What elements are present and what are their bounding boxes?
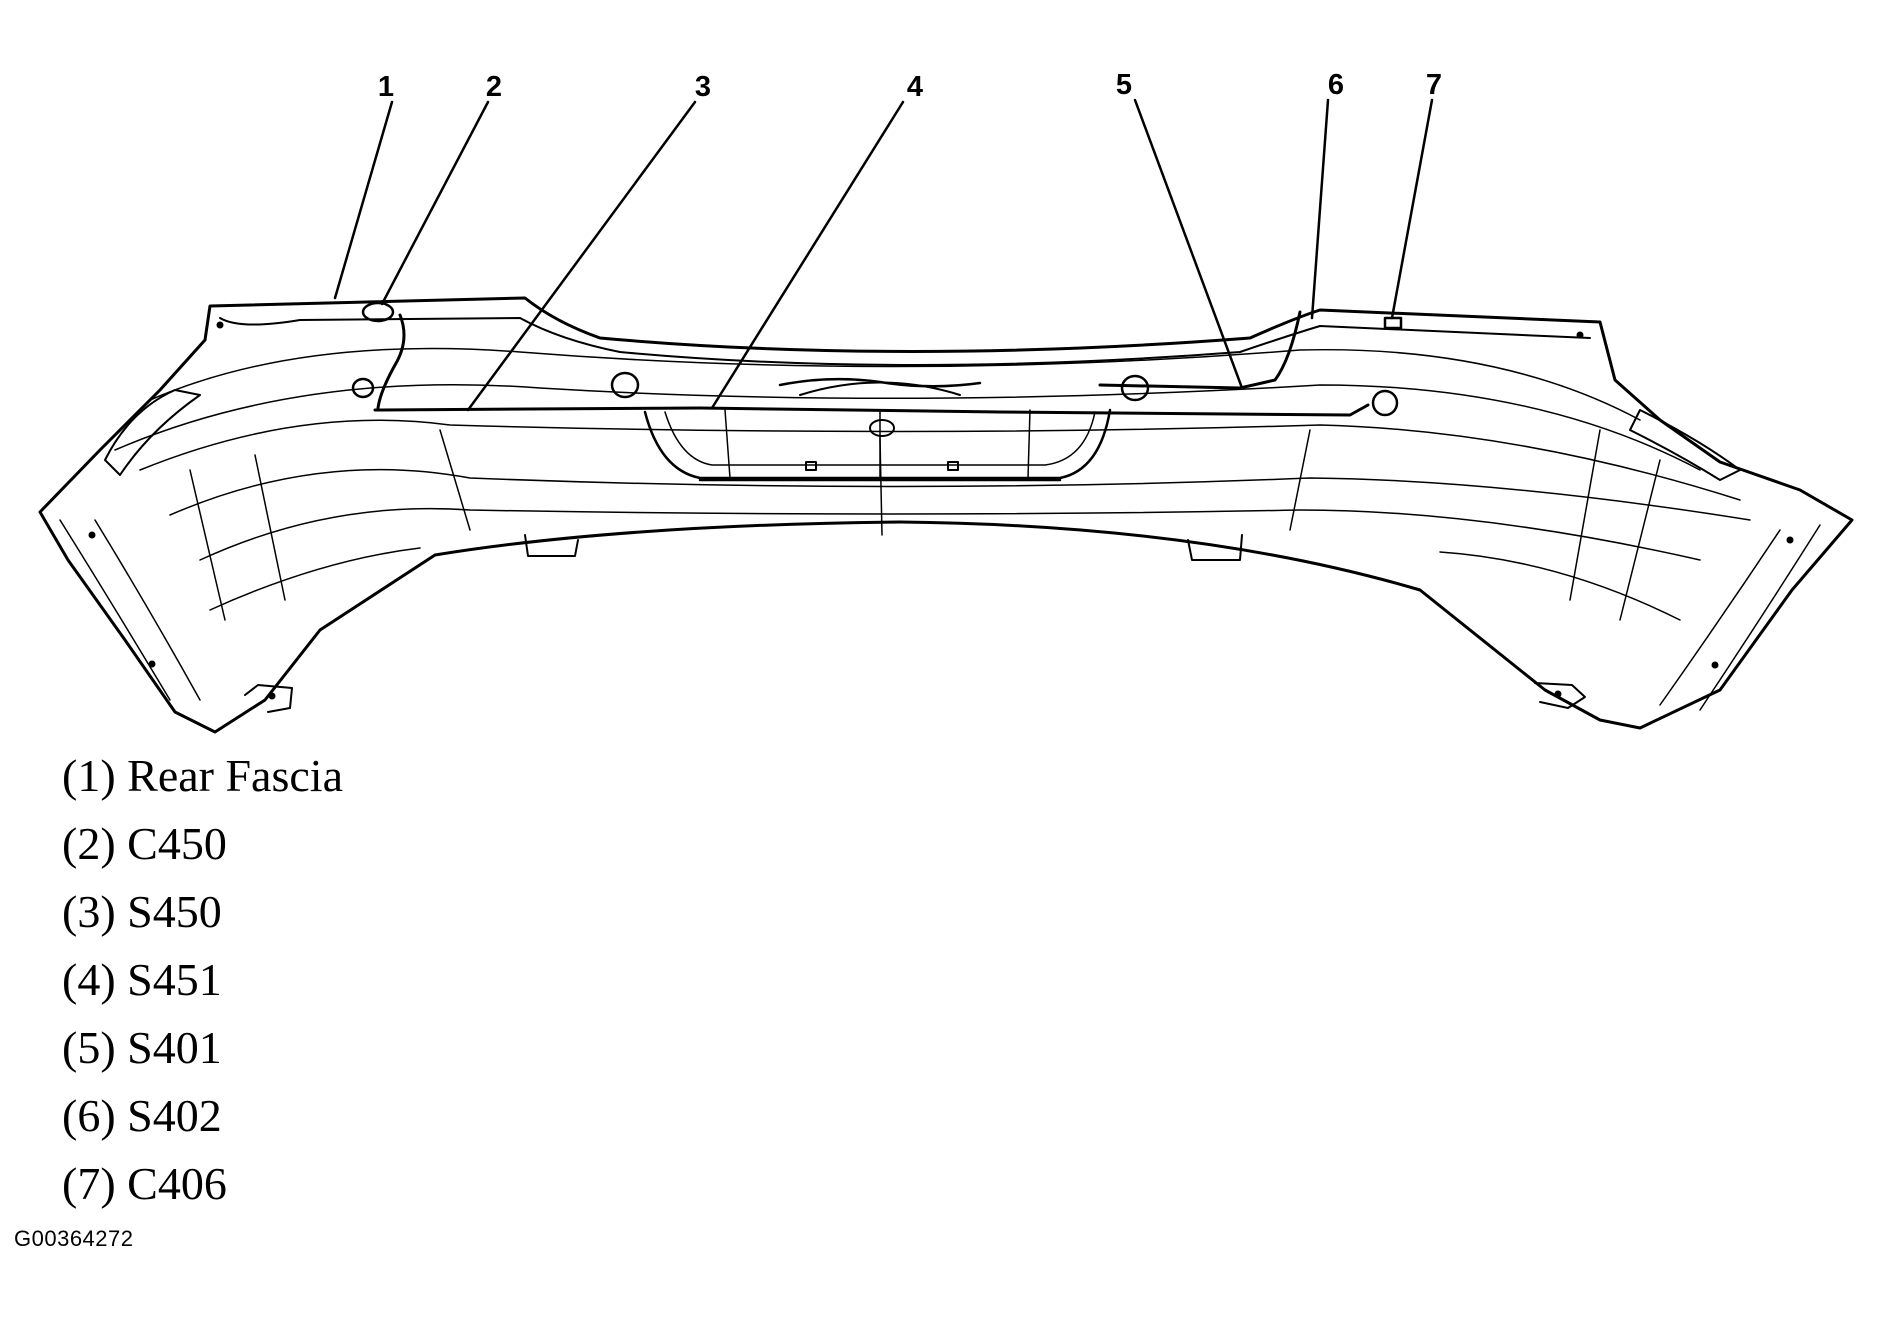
fastener-hole (88, 531, 96, 539)
legend-item: (2) C450 (62, 818, 227, 869)
vertical-line (439, 429, 471, 531)
fastener-hole (1554, 690, 1562, 698)
leader-line-3 (466, 100, 697, 412)
right-corner-lower (1659, 529, 1781, 706)
leader-line-4 (710, 100, 905, 410)
connector-c450 (361, 301, 395, 323)
callout-number-2: 2 (486, 71, 502, 103)
fastener-hole (1786, 536, 1794, 544)
vertical-line (1619, 459, 1661, 621)
left-socket (351, 377, 375, 399)
contour-line (1439, 551, 1681, 621)
mounting-bracket (244, 684, 293, 713)
contour-line (169, 468, 1751, 521)
vertical-line (189, 469, 226, 621)
connector-c406 (1383, 316, 1403, 330)
callout-number-5: 5 (1116, 69, 1132, 101)
mounting-tab (524, 534, 579, 557)
wiring-harness-upper (1098, 310, 1302, 390)
fastener-hole (216, 321, 224, 329)
top-edge-line (219, 317, 1591, 366)
vertical-line (1289, 429, 1311, 531)
license-lamp (869, 419, 895, 437)
callout-number-6: 6 (1328, 69, 1344, 101)
left-corner-lower (94, 519, 201, 701)
plate-side (724, 409, 731, 479)
leader-line-1 (333, 100, 394, 300)
wiring-harness (373, 403, 1370, 417)
figure-id: G00364272 (14, 1226, 134, 1251)
callout-number-4: 4 (907, 71, 923, 103)
vertical-line (254, 454, 286, 601)
legend-item: (1) Rear Fascia (62, 750, 343, 801)
callout-number-3: 3 (695, 71, 711, 103)
license-plate-recess-inner (664, 411, 1096, 466)
callout-number-1: 1 (378, 71, 394, 103)
plate-clip (805, 461, 817, 471)
contour-line (209, 547, 421, 611)
leader-line-7 (1390, 98, 1434, 320)
plate-side (1027, 409, 1031, 479)
right-corner-detail (1629, 409, 1741, 481)
contour-line (199, 507, 1701, 561)
wiring-harness-left-branch (376, 313, 406, 410)
upper-contour (149, 347, 1641, 421)
legend-item: (4) S451 (62, 954, 222, 1005)
right-socket (1120, 374, 1150, 402)
callout-number-7: 7 (1426, 69, 1442, 101)
vertical-line (1569, 429, 1601, 601)
legend-item: (6) S402 (62, 1090, 222, 1141)
fastener-hole (148, 660, 156, 668)
rear-fascia-diagram: 1 2 3 4 5 6 7 (38, 69, 1854, 734)
left-socket-2 (610, 371, 640, 399)
fastener-hole (268, 692, 276, 700)
mounting-tab (1187, 534, 1243, 561)
callout-legend: (1) Rear Fascia (2) C450 (3) S450 (4) S4… (62, 742, 343, 1218)
fastener-hole (1711, 661, 1719, 669)
wiring-harness-center-2 (799, 381, 961, 396)
bumper-outline (38, 296, 1854, 734)
right-socket-2 (1371, 389, 1399, 417)
legend-item: (5) S401 (62, 1022, 222, 1073)
leader-line-5 (1133, 98, 1244, 390)
mounting-bracket (1534, 682, 1586, 709)
legend-item: (7) C406 (62, 1158, 227, 1209)
upper-contour-2 (114, 383, 1701, 471)
plate-clip (947, 461, 959, 471)
legend-item: (3) S450 (62, 886, 222, 937)
contour-line (139, 419, 1741, 501)
left-corner-lower (59, 519, 171, 701)
fastener-hole (1576, 331, 1584, 339)
left-corner-detail (104, 389, 201, 476)
leader-line-2 (380, 100, 490, 306)
leader-line-6 (1310, 98, 1330, 320)
right-corner-lower (1699, 524, 1821, 711)
